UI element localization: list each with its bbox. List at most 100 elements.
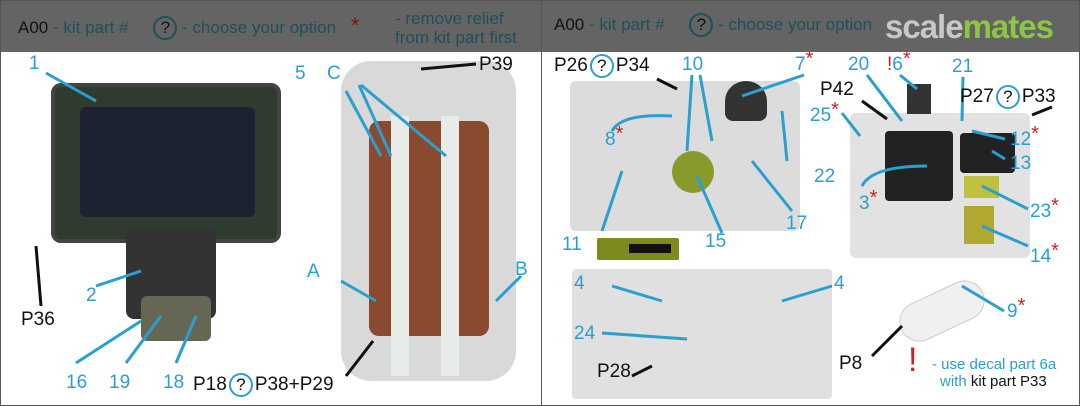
option-icon: ? [228,373,253,397]
callout-lines [34,62,523,377]
legend: A00 - kit part # ? - choose your option … [18,13,359,40]
gauge-cluster [80,107,255,217]
part-p8: P8 [839,353,863,374]
part-p28: P28 [597,361,631,382]
legend-option-icon: ? [153,16,178,40]
callout-11: 11 [562,234,582,255]
option-icon: ? [589,54,614,78]
relief-star: * [1051,195,1059,217]
label: 12 [1010,129,1032,150]
relief-star: * [805,48,814,70]
callout-lines [600,73,1053,378]
callout-21: 21 [952,56,974,77]
part-p39: P39 [479,54,513,75]
label: 8 [605,129,616,150]
pedal-box [141,296,211,341]
label: 6 [892,54,903,75]
instrument-panel [51,83,281,243]
watermark-part2: mates [962,8,1054,45]
seat-cushion [369,121,489,336]
callout-12: 12* [1010,123,1039,152]
callout-10: 10 [682,54,704,75]
callout-b: B [515,259,528,280]
label: 9 [1007,301,1018,322]
relief-star: * [1017,295,1026,317]
note-line1: - use decal part 6a [932,356,1057,373]
callout-15: 15 [705,231,727,252]
switch-panel [907,84,931,114]
callout-18: 18 [163,372,185,393]
callout-5: 5 [295,63,306,84]
callout-14: 14* [1030,240,1059,269]
note-part: kit part P33 [970,373,1047,390]
callout-25: 25* [810,99,839,128]
placard [597,238,679,260]
legend-option-icon: ? [689,13,714,37]
right-panel: A00 - kit part # ? - choose your option … [541,0,1080,406]
round-box [672,151,714,193]
callout-a: A [307,261,320,282]
decal-note: ! - use decal part 6a with kit part P33 [908,343,1057,390]
radio-box [960,133,1015,173]
legend-header: A00 - kit part # ? - choose your option [542,1,1079,52]
part-p18: P18 [193,374,227,395]
callout-17: 17 [786,213,808,234]
legend: A00 - kit part # ? - choose your option [554,13,872,37]
relief-star: * [1031,123,1039,145]
callout-7: 7* [795,48,813,77]
callout-16: 16 [66,372,88,393]
part-p27: P27 [960,86,994,107]
panel-14 [964,206,994,244]
belt-strap [391,116,409,376]
seat [341,61,516,381]
left-panel: A00 - kit part # ? - choose your option … [0,0,542,406]
callout-8: 8* [605,123,623,152]
callout-22: 22 [814,166,836,187]
legend-part-desc: - kit part # [588,15,665,34]
part-p38-p29: P38+P29 [254,374,334,395]
part-p34: P34 [615,55,650,76]
label: 25 [810,105,832,126]
legend-part-desc: - kit part # [52,18,129,37]
callout-4: 4 [834,273,845,294]
legend-option-desc: - choose your option [182,18,337,37]
part-p42: P42 [820,79,854,100]
part-option-p27-p33: P27?P33 [960,85,1056,109]
callout-24: 24 [574,323,596,344]
part-p33: P33 [1021,86,1056,107]
callout-c: C [327,63,341,84]
callout-20: 20 [848,54,870,75]
relief-star: * [902,48,911,70]
callout-6: !6* [887,48,911,77]
legend-relief-icon: * [350,13,360,38]
scalemates-watermark: scalemates [885,8,1054,46]
callout-19: 19 [109,372,131,393]
callout-4: 4 [574,273,585,294]
part-p26: P26 [554,55,588,76]
part-option-p18-p38: P18?P38+P29 [193,373,334,397]
part-option-p26-p34: P26?P34 [554,54,650,78]
legend-relief-desc: - remove relief from kit part first [395,9,517,47]
label: 7 [795,54,806,75]
callout-23: 23* [1030,195,1059,224]
decal-note-icon: ! [908,341,918,379]
label: 14 [1030,246,1052,267]
legend-part-code: A00 [18,18,49,37]
option-icon: ? [995,85,1020,109]
part-p36: P36 [21,309,55,330]
relief-star: * [615,123,624,145]
callout-3: 3* [859,187,877,216]
panel-23 [964,176,999,198]
callout-2: 2 [86,285,97,306]
legend-header: A00 - kit part # ? - choose your option … [1,1,541,52]
legend-option-desc: - choose your option [718,15,873,34]
callout-1: 1 [29,53,40,74]
label: 23 [1030,201,1052,222]
relief-star: * [869,187,878,209]
lever-box [725,81,767,121]
watermark-part1: scale [885,8,964,45]
belt-strap [441,116,459,376]
placard-plate [629,244,671,253]
decal-note-icon: ! [887,54,893,75]
label: 3 [859,193,870,214]
